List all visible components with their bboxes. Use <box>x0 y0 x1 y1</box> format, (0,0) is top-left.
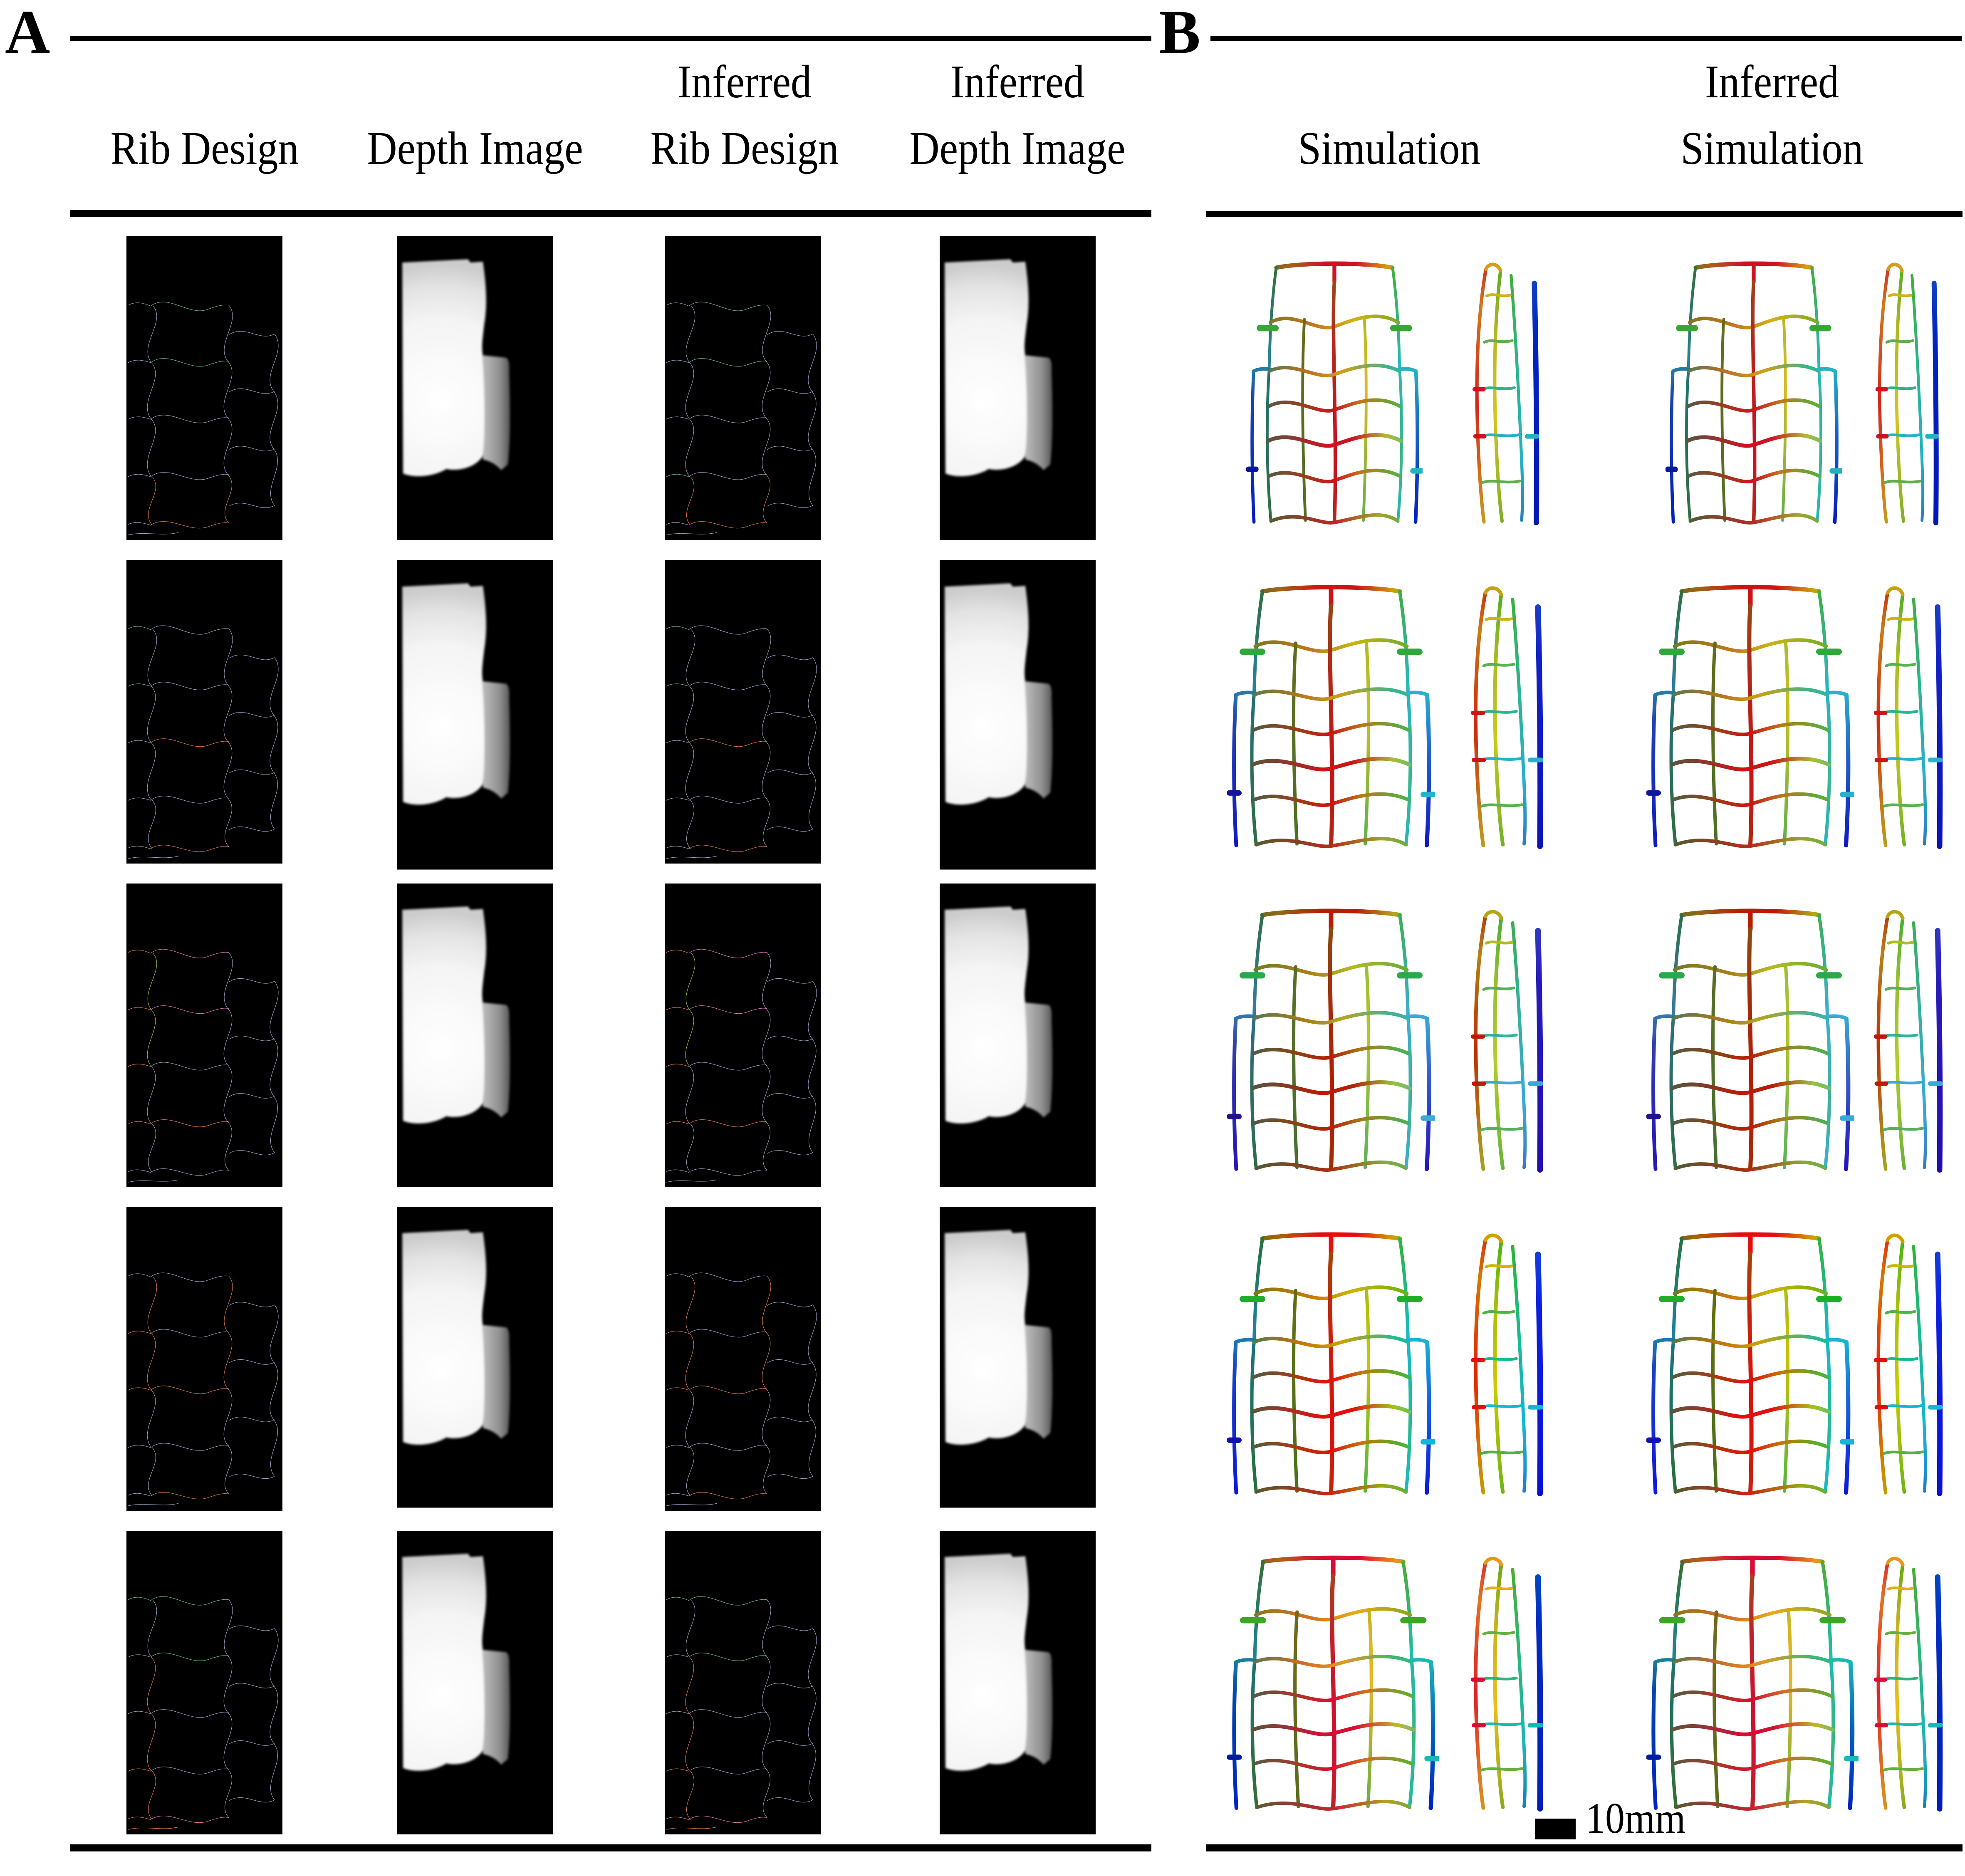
inferred-simulation-front-view-row3 <box>1646 898 1854 1173</box>
simulation-side-view-row5 <box>1460 1546 1546 1812</box>
inferred-simulation-side-view-row3 <box>1864 898 1945 1173</box>
depth-image-row5 <box>397 1531 553 1834</box>
header-line: Simulation <box>1298 122 1481 174</box>
depth-image-row3 <box>397 884 553 1187</box>
rib-design-image-row5 <box>126 1531 282 1834</box>
inferred-depth-image-row1 <box>940 236 1096 540</box>
header-line: Inferred <box>678 56 812 108</box>
inferred-rib-design-image-row5 <box>665 1531 821 1834</box>
panel-a-bottom-rule <box>70 1844 1151 1851</box>
header-line: Rib Design <box>650 122 839 174</box>
simulation-front-view-row2 <box>1227 575 1435 849</box>
inferred-depth-image-row5 <box>940 1531 1096 1834</box>
column-header-depth-image: Depth Image <box>350 54 600 185</box>
column-header-rib-design: Rib Design <box>80 54 329 185</box>
column-header-inferred-depth-image: Inferred Depth Image <box>893 54 1142 185</box>
inferred-simulation-side-view-row2 <box>1864 575 1945 849</box>
column-header-inferred-simulation: Inferred Simulation <box>1635 54 1909 185</box>
depth-image-row2 <box>397 560 553 870</box>
inferred-simulation-side-view-row5 <box>1864 1546 1945 1812</box>
header-line: Depth Image <box>367 122 583 174</box>
panel-b-header-underline <box>1206 211 1963 217</box>
depth-image-row4 <box>397 1207 553 1508</box>
simulation-front-view-row5 <box>1227 1546 1439 1812</box>
simulation-front-view-row3 <box>1227 898 1435 1173</box>
panel-a-label: A <box>5 0 51 67</box>
simulation-front-view-row4 <box>1227 1222 1435 1497</box>
header-line: Rib Design <box>110 122 299 174</box>
inferred-depth-image-row2 <box>940 560 1096 870</box>
rib-design-image-row2 <box>126 560 282 864</box>
inferred-simulation-front-view-row1 <box>1666 251 1842 526</box>
inferred-simulation-front-view-row4 <box>1646 1222 1854 1497</box>
rib-design-image-row3 <box>126 884 282 1187</box>
inferred-depth-image-row4 <box>940 1207 1096 1508</box>
panel-a-header-underline <box>70 210 1151 217</box>
inferred-simulation-front-view-row5 <box>1646 1546 1859 1812</box>
header-line: Inferred <box>1705 56 1839 108</box>
simulation-side-view-row4 <box>1460 1222 1546 1497</box>
inferred-rib-design-image-row4 <box>665 1207 821 1511</box>
panel-a-top-rule <box>70 36 1151 41</box>
header-line: Depth Image <box>909 122 1126 174</box>
inferred-rib-design-image-row1 <box>665 236 821 540</box>
inferred-simulation-side-view-row4 <box>1864 1222 1945 1497</box>
inferred-simulation-front-view-row2 <box>1646 575 1854 849</box>
column-header-inferred-rib-design: Inferred Rib Design <box>620 54 869 185</box>
simulation-side-view-row3 <box>1460 898 1546 1173</box>
rib-design-image-row1 <box>126 236 282 540</box>
rib-design-image-row4 <box>126 1207 282 1511</box>
scale-bar <box>1535 1819 1576 1839</box>
panel-b-label: B <box>1159 0 1202 67</box>
inferred-depth-image-row3 <box>940 884 1096 1187</box>
inferred-rib-design-image-row2 <box>665 560 821 864</box>
panel-b-bottom-rule <box>1206 1844 1963 1851</box>
simulation-side-view-row2 <box>1460 575 1546 849</box>
inferred-rib-design-image-row3 <box>665 884 821 1187</box>
panel-b-top-rule <box>1210 36 1962 41</box>
simulation-front-view-row1 <box>1246 251 1423 526</box>
simulation-side-view-row1 <box>1463 251 1542 526</box>
scale-bar-label: 10mm <box>1586 1794 1686 1843</box>
inferred-simulation-side-view-row1 <box>1866 251 1941 526</box>
header-line: Inferred <box>950 56 1084 108</box>
depth-image-row1 <box>397 236 553 540</box>
header-line: Simulation <box>1680 122 1864 174</box>
column-header-simulation: Simulation <box>1265 54 1514 185</box>
